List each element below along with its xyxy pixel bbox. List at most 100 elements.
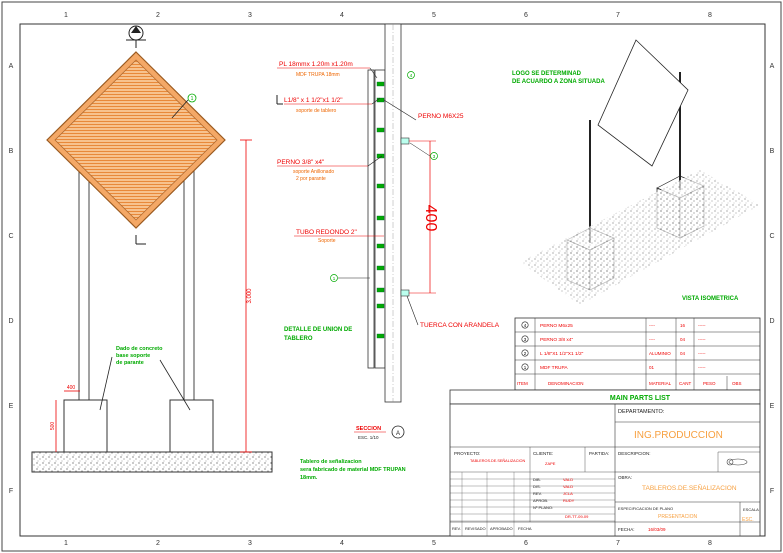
grid-col-bottom: 7 [616, 540, 620, 547]
tb-fecha-value: 16/03/09 [648, 527, 666, 532]
title-block: DEPARTAMENTO: ING.PRODUCCION PROYECTO: T… [449, 403, 761, 537]
parts-obs: ----- [698, 323, 706, 328]
bolt [376, 127, 385, 133]
callout-1-section: 1 [333, 276, 336, 281]
grid-col-bottom: 4 [340, 540, 344, 547]
section-view: 400 PL 18mmx 1.20m x1.20m MDF TRUPA 18mm… [276, 23, 500, 440]
tb-proyecto-value: TABLEROS.DE.SEÑALIZACION [470, 458, 525, 463]
grid-col-bottom: 8 [708, 540, 712, 547]
grid-col-top: 1 [64, 12, 68, 19]
grid-row-left: C [8, 233, 13, 240]
dim-base-width: 400 [67, 385, 76, 391]
parts-obs: ----- [698, 337, 706, 342]
tb-dept-value: ING.PRODUCCION [634, 430, 723, 441]
iso-logo-note: LOGO SE DETERMINAD DE ACUARDO A ZONA SIT… [512, 71, 605, 85]
parts-desc: PERNO 3/8 x4" [540, 337, 573, 343]
label-pl-board: PL 18mmx 1.20m x1.20m [279, 61, 353, 68]
bolt [376, 287, 385, 293]
section-symbol-icon [391, 425, 405, 439]
material-note: Tablero de señalizacion sera fabricado d… [300, 459, 407, 481]
label-pl-sub: MDF TRUPA 18mm [296, 72, 340, 78]
parts-header: OBS [732, 381, 742, 386]
parts-qty: 04 [680, 351, 686, 356]
grid-col-bottom: 3 [248, 540, 252, 547]
callout-3: 3 [433, 154, 436, 159]
tb-col-aprobado: APROBADO [490, 526, 513, 531]
left-post [78, 154, 90, 402]
label-perno-38-sub: soporte Anillonado 2 por parante [293, 169, 336, 182]
section-bolts [376, 81, 385, 339]
grid-col-top: 7 [616, 12, 620, 19]
bolt [376, 81, 385, 87]
grid-col-top: 3 [248, 12, 252, 19]
tb-especif-label: ESPECIFICACION DE PLANO [618, 506, 673, 511]
dim-400: 400 [422, 205, 439, 232]
section-label: SECCION [356, 426, 381, 432]
iso-sign-panel [597, 39, 689, 167]
right-post [183, 154, 195, 402]
label-angle-sub: soporte de tablero [296, 108, 337, 114]
bolt [376, 243, 385, 249]
grid-col-top: 8 [708, 12, 712, 19]
detail-title: DETALLE DE UNION DE TABLERO [284, 327, 354, 342]
label-tubo-sub: Soporte [318, 238, 336, 244]
tb-dib-label: DIB. [533, 477, 541, 482]
parts-item: 1 [524, 365, 527, 370]
iso-label: VISTA ISOMETRICA [682, 296, 739, 302]
parts-desc: PERNO M6x25 [540, 323, 573, 329]
tb-dept-label: DEPARTAMENTO: [618, 409, 665, 415]
tb-cliente-value: ZAPE [545, 461, 556, 466]
grid-row-right: C [769, 233, 774, 240]
callout-4: 4 [410, 73, 413, 78]
tb-aprob-value: RUDY [563, 498, 575, 503]
parts-header: MATERIAL [649, 381, 672, 386]
grid-col-bottom: 5 [432, 540, 436, 547]
section-board [367, 69, 375, 369]
tb-rev-value: JCLA [563, 491, 573, 496]
label-tuerca: TUERCA CON ARANDELA [420, 322, 500, 329]
bolt [376, 333, 385, 339]
isometric-view: LOGO SE DETERMINAD DE ACUARDO A ZONA SIT… [512, 39, 760, 305]
parts-qty: 16 [680, 323, 686, 328]
parts-header: CANT [679, 381, 692, 386]
parts-header: DENOMINACION [548, 381, 584, 386]
bolt [376, 265, 385, 271]
grid-row-left: F [9, 488, 13, 495]
grid-row-left: E [9, 403, 14, 410]
tb-dis-label: DIS. [533, 484, 541, 489]
dim-base-height: 500 [50, 422, 56, 431]
grid-col-top: 2 [156, 12, 160, 19]
parts-obs: ----- [698, 351, 706, 356]
grid-row-right: E [770, 403, 775, 410]
label-perno-m6: PERNO M6X25 [418, 113, 464, 120]
tb-nplano-value: DR-TT-09-09 [565, 514, 589, 519]
tb-escala-label: ESCALA [743, 507, 759, 512]
front-view: 1 3.000 400 500 Dado de concreto base so… [31, 25, 273, 473]
section-scale: ESC. 1/10 [358, 435, 379, 440]
tb-col-revisado: REVISADO [465, 526, 486, 531]
bolt [376, 183, 385, 189]
parts-item: 2 [524, 351, 527, 356]
label-perno-38: PERNO 3/8" x4" [277, 159, 325, 166]
grid-col-top: 4 [340, 12, 344, 19]
tb-col-fecha: FECHA [518, 526, 532, 531]
tb-rev-label: REV. [533, 491, 542, 496]
parts-header: ITEM [517, 381, 528, 386]
bolt [376, 303, 385, 309]
parts-material: ---- [649, 323, 655, 328]
parts-list-title: MAIN PARTS LIST [610, 395, 671, 402]
parts-item: 3 [524, 337, 527, 342]
parts-item: 4 [524, 323, 527, 328]
grid-col-bottom: 1 [64, 540, 68, 547]
grid-row-right: B [770, 148, 775, 155]
bolt [376, 97, 385, 103]
tb-obra-label: OBRA: [618, 475, 632, 480]
concrete-base-right [169, 399, 214, 453]
parts-desc: MDF TRUPA [540, 365, 568, 371]
dim-total-height: 3.000 [247, 288, 253, 304]
tb-dis-value: VALD [563, 484, 573, 489]
